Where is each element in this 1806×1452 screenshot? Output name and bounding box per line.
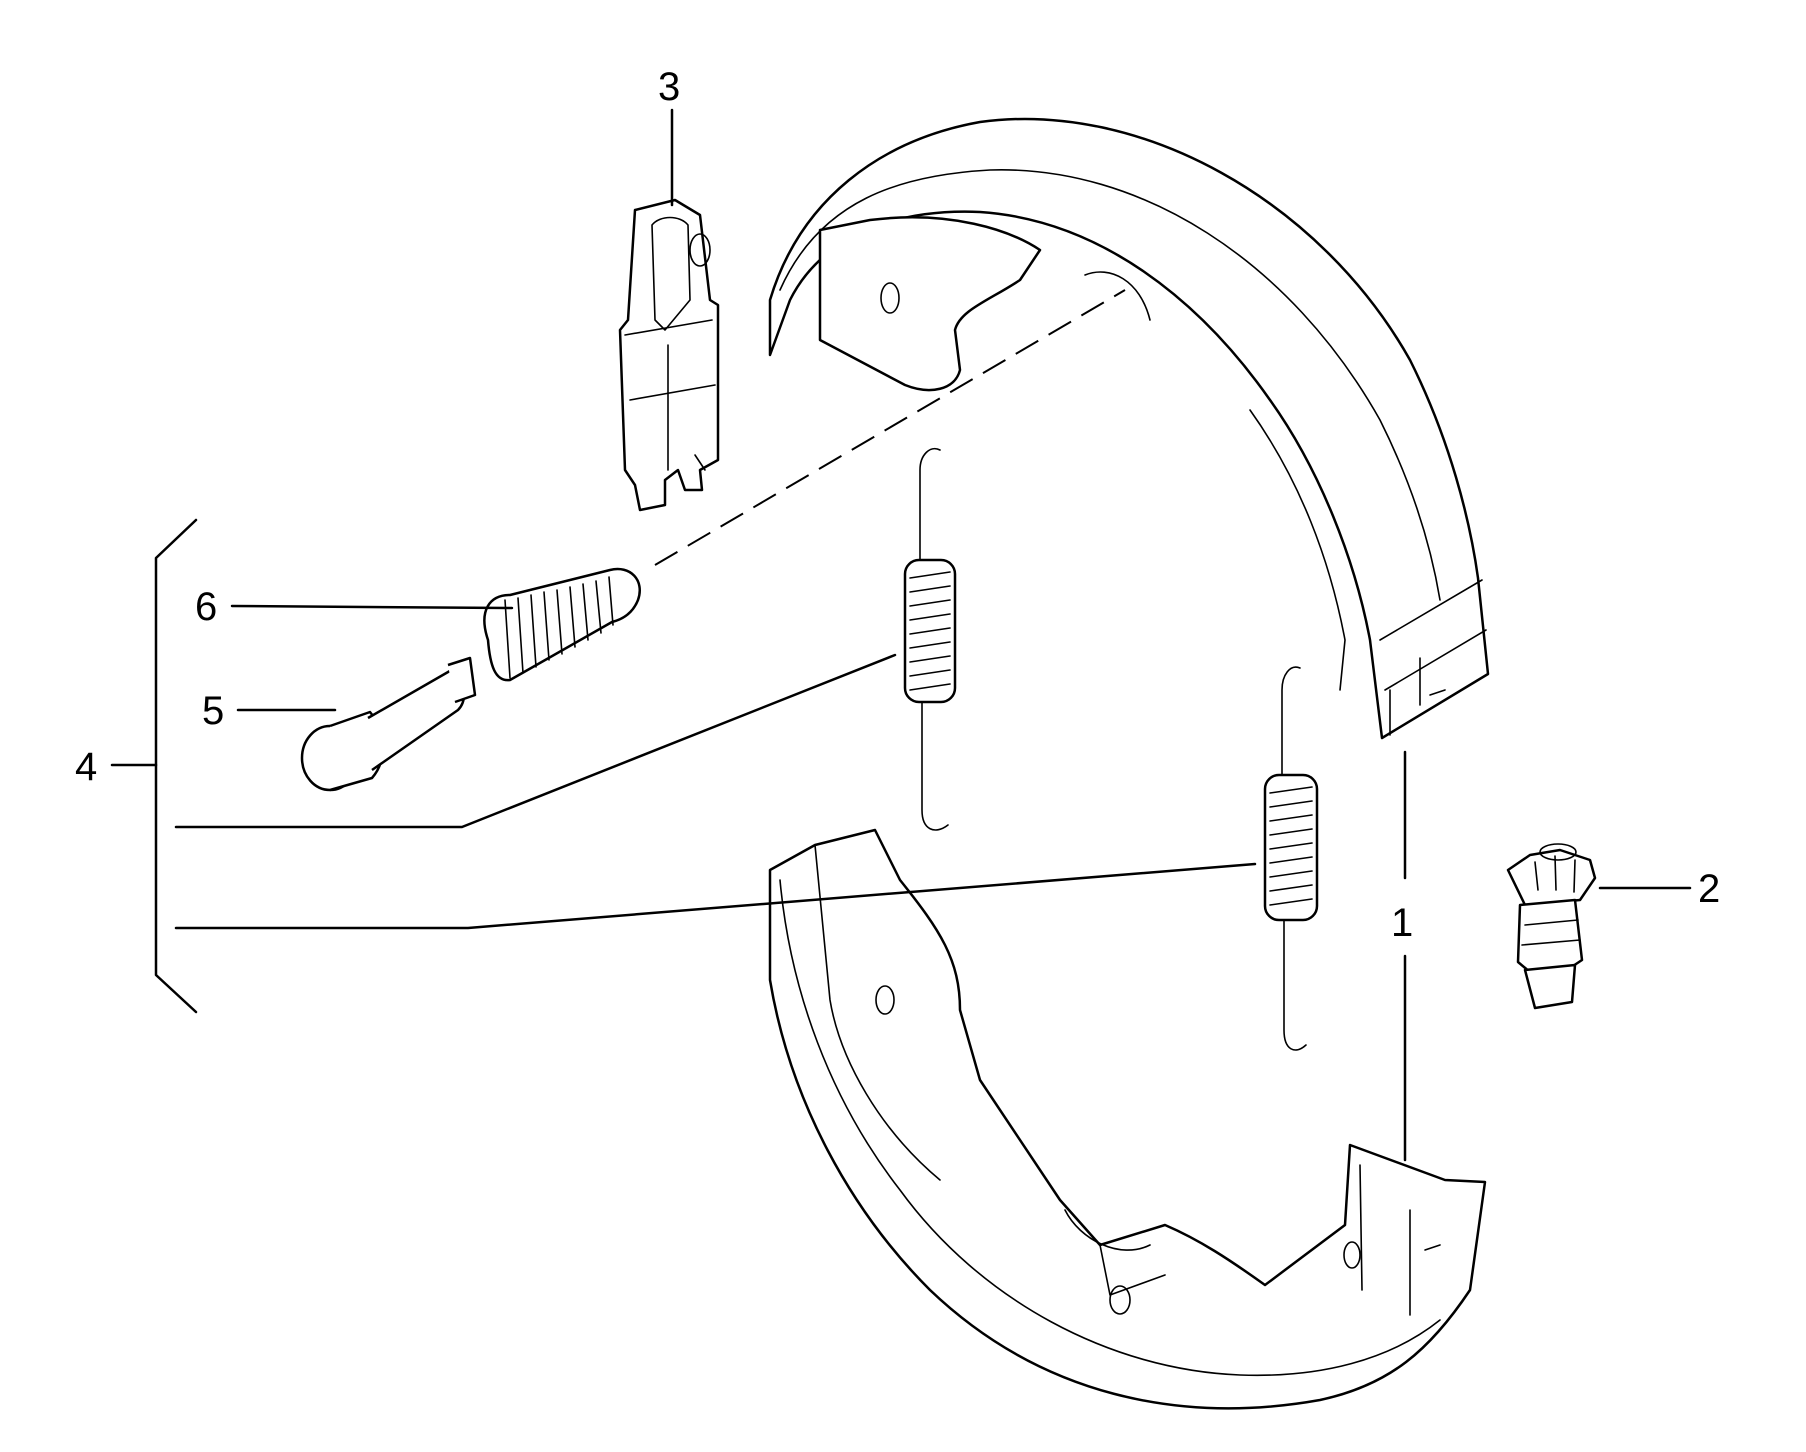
leader-line-4-spring-lower bbox=[174, 862, 1257, 930]
adjuster-screw bbox=[483, 567, 641, 682]
adjuster-nut bbox=[1506, 843, 1597, 1010]
leader-line-4-spring-upper bbox=[174, 653, 897, 829]
upper-brake-shoe bbox=[768, 117, 1490, 740]
return-spring-upper bbox=[903, 448, 957, 831]
leader-lines bbox=[110, 108, 1692, 1162]
adjuster-pin bbox=[300, 656, 477, 792]
leader-line-6 bbox=[230, 604, 514, 610]
callout-3: 3 bbox=[658, 65, 680, 109]
callout-1: 1 bbox=[1391, 901, 1413, 945]
callout-2: 2 bbox=[1698, 867, 1720, 911]
adjuster-lever bbox=[618, 198, 720, 512]
lower-brake-shoe bbox=[768, 828, 1487, 1410]
group-bracket-4 bbox=[154, 518, 198, 1014]
assembly-axis-line bbox=[654, 289, 1126, 566]
callout-5: 5 bbox=[202, 689, 224, 733]
callout-6: 6 bbox=[195, 585, 217, 629]
return-spring-lower bbox=[1263, 666, 1319, 1051]
callout-4: 4 bbox=[75, 745, 97, 789]
